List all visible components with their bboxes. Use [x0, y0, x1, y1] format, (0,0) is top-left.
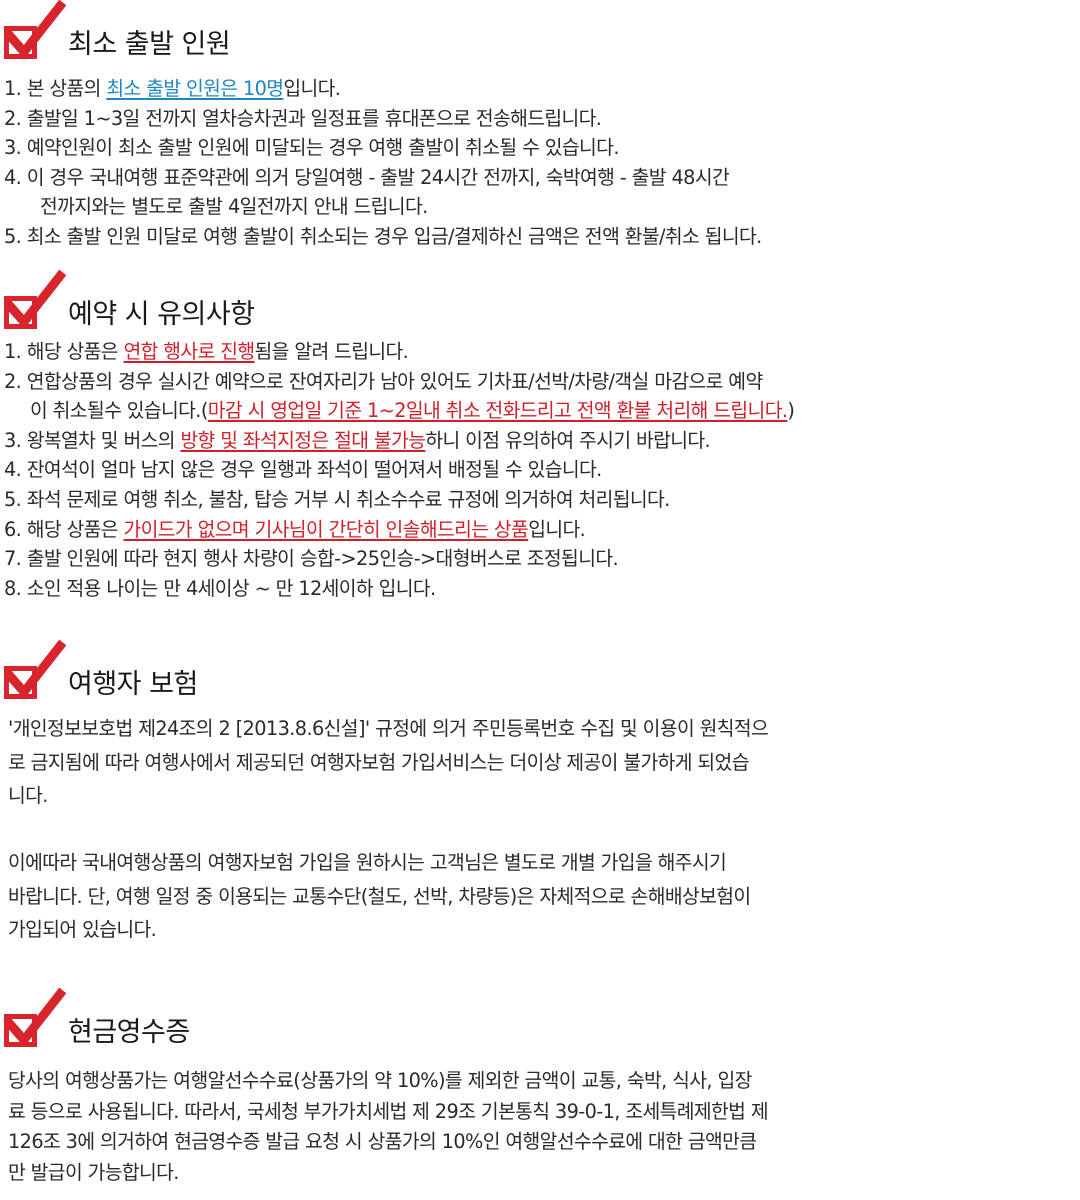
- paragraph-line: 로 금지됨에 따라 여행사에서 제공되던 여행자보험 가입서비스는 더이상 제공…: [8, 750, 749, 774]
- notice-list: 1. 본 상품의 최소 출발 인원은 10명입니다. 2. 출발일 1~3일 전…: [0, 74, 1080, 252]
- cash-receipt-text: 당사의 여행상품가는 여행알선수수료(상품가의 약 10%)를 제외한 금액이 …: [0, 1066, 1080, 1188]
- highlight-text: 최소 출발 인원은 10명: [106, 77, 284, 100]
- list-item-continuation: 전까지와는 별도로 출발 4일전까지 안내 드립니다.: [40, 195, 428, 219]
- section-title: 최소 출발 인원: [68, 29, 231, 60]
- paragraph-spacer: [0, 813, 1080, 847]
- list-item: 2. 출발일 1~3일 전까지 열차승차권과 일정표를 휴대폰으로 전송해드립니…: [4, 106, 602, 130]
- section-cash-receipt: 현금영수증 당사의 여행상품가는 여행알선수수료(상품가의 약 10%)를 제외…: [0, 987, 1080, 1188]
- paragraph-line: 만 발급이 가능합니다.: [8, 1160, 179, 1184]
- section-header: 여행자 보험: [0, 639, 1080, 710]
- paragraph-line: '개인정보보호법 제24조의 2 [2013.8.6신설]' 규정에 의거 주민…: [8, 717, 769, 740]
- section-title: 현금영수증: [68, 1017, 190, 1048]
- paragraph-line: 이에따라 국내여행상품의 여행자보험 가입을 원하시는 고객님은 별도로 개별 …: [8, 851, 727, 874]
- highlight-text: 연합 행사로 진행: [123, 340, 255, 363]
- section-title: 예약 시 유의사항: [68, 299, 255, 330]
- list-item-continuation: 이 취소될수 있습니다.(마감 시 영업일 기준 1~2일내 취소 전화드리고 …: [30, 399, 795, 423]
- list-item: 1. 본 상품의 최소 출발 인원은 10명입니다.: [4, 77, 341, 100]
- list-item: 5. 최소 출발 인원 미달로 여행 출발이 취소되는 경우 입금/결제하신 금…: [4, 224, 762, 248]
- paragraph-line: 바랍니다. 단, 여행 일정 중 이용되는 교통수단(철도, 선박, 차량등)은…: [8, 884, 751, 908]
- section-header: 최소 출발 인원: [0, 0, 1080, 70]
- list-item: 4. 잔여석이 얼마 남지 않은 경우 일행과 좌석이 떨어져서 배정될 수 있…: [4, 458, 602, 482]
- paragraph-line: 니다.: [8, 784, 48, 807]
- notice-list: 1. 해당 상품은 연합 행사로 진행됨을 알려 드립니다. 2. 연합상품의 …: [0, 337, 1080, 603]
- section-header: 현금영수증: [0, 987, 1080, 1058]
- paragraph-line: 당사의 여행상품가는 여행알선수수료(상품가의 약 10%)를 제외한 금액이 …: [8, 1069, 752, 1092]
- paragraph-line: 가입되어 있습니다.: [8, 918, 157, 941]
- list-item: 1. 해당 상품은 연합 행사로 진행됨을 알려 드립니다.: [4, 340, 409, 363]
- section-insurance: 여행자 보험 '개인정보보호법 제24조의 2 [2013.8.6신설]' 규정…: [0, 639, 1080, 947]
- section-header: 예약 시 유의사항: [0, 269, 1080, 340]
- paragraph-line: 료 등으로 사용됩니다. 따라서, 국세청 부가가치세법 제 29조 기본통칙 …: [8, 1099, 769, 1123]
- list-item: 8. 소인 적용 나이는 만 4세이상 ~ 만 12세이하 입니다.: [4, 576, 436, 600]
- list-item: 3. 예약인원이 최소 출발 인원에 미달되는 경우 여행 출발이 취소될 수 …: [4, 136, 619, 160]
- insurance-text: '개인정보보호법 제24조의 2 [2013.8.6신설]' 규정에 의거 주민…: [0, 712, 1080, 947]
- list-item: 7. 출발 인원에 따라 현지 행사 차량이 승합->25인승->대형버스로 조…: [4, 547, 619, 571]
- list-item: 2. 연합상품의 경우 실시간 예약으로 잔여자리가 남아 있어도 기차표/선박…: [4, 369, 763, 393]
- section-min-departure: 최소 출발 인원 1. 본 상품의 최소 출발 인원은 10명입니다. 2. 출…: [0, 0, 1080, 252]
- section-title: 여행자 보험: [68, 669, 198, 700]
- list-item: 5. 좌석 문제로 여행 취소, 불참, 탑승 거부 시 취소수수료 규정에 의…: [4, 487, 670, 511]
- section-booking-notes: 예약 시 유의사항 1. 해당 상품은 연합 행사로 진행됨을 알려 드립니다.…: [0, 269, 1080, 603]
- highlight-text: 가이드가 없으며 기사님이 간단히 인솔해드리는 상품: [123, 517, 529, 541]
- highlight-text: 방향 및 좌석지정은 절대 불가능: [180, 428, 426, 452]
- list-item: 3. 왕복열차 및 버스의 방향 및 좌석지정은 절대 불가능하니 이점 유의하…: [4, 428, 711, 452]
- list-item: 4. 이 경우 국내여행 표준약관에 의거 당일여행 - 출발 24시간 전까지…: [4, 165, 730, 189]
- paragraph-line: 126조 3에 의거하여 현금영수증 발급 요청 시 상품가의 10%인 여행알…: [8, 1130, 757, 1153]
- list-item: 6. 해당 상품은 가이드가 없으며 기사님이 간단히 인솔해드리는 상품입니다…: [4, 517, 586, 541]
- highlight-text: 마감 시 영업일 기준 1~2일내 취소 전화드리고 전액 환불 처리해 드립니…: [207, 399, 788, 423]
